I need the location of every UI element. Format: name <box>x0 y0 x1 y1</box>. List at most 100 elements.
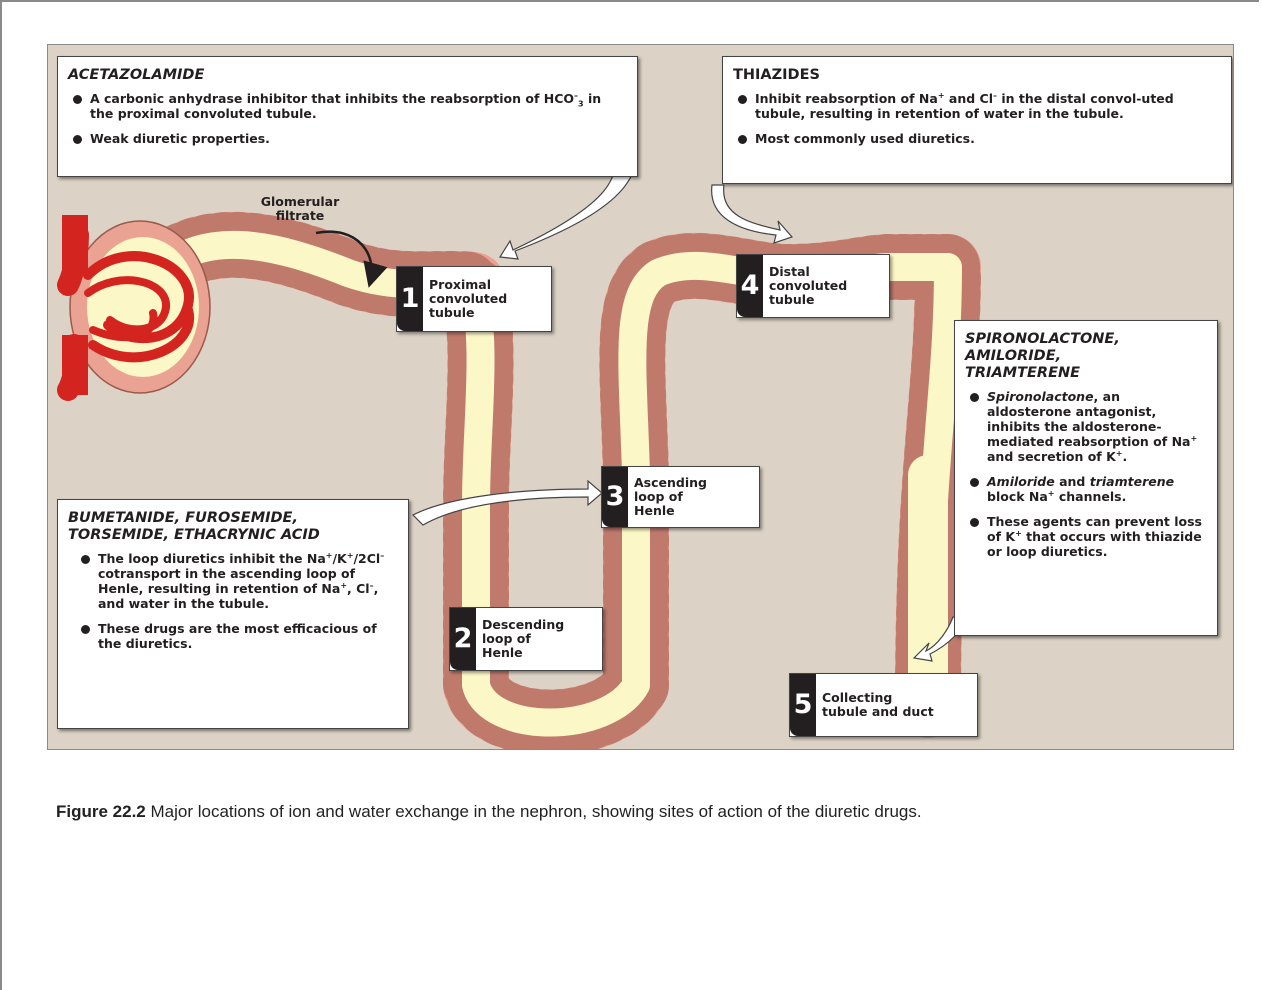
text: , an aldosterone antagonist, inhibits th… <box>987 389 1191 449</box>
bullet-item: These agents can prevent loss of K+ that… <box>965 514 1205 559</box>
sup: + <box>1115 448 1123 458</box>
text: /K <box>332 551 347 566</box>
sup: – <box>369 580 374 590</box>
thiazides-callout: THIAZIDES Inhibit reabsorption of Na+ an… <box>722 56 1232 184</box>
text: that occurs with thiazide or loop diuret… <box>987 529 1202 559</box>
site-number: 5 <box>790 674 816 736</box>
site-label-line: Henle <box>482 645 523 660</box>
site-label-line: tubule <box>769 292 815 307</box>
site-label-line: loop of <box>482 631 531 646</box>
callout-bullets: Inhibit reabsorption of Na+ and Cl– in t… <box>733 91 1219 146</box>
callout-title: BUMETANIDE, FUROSEMIDE,TORSEMIDE, ETHACR… <box>68 510 396 544</box>
text: and secretion of K <box>987 449 1116 464</box>
glom-label-line1: Glomerular <box>260 194 340 209</box>
text: cotransport in the ascending loop of Hen… <box>98 566 356 596</box>
site-label-line: Proximal <box>429 277 492 292</box>
text: Weak diuretic properties. <box>90 131 270 146</box>
text: and Cl <box>944 91 993 106</box>
callout-title: ACETAZOLAMIDE <box>68 67 205 83</box>
site-label-line: tubule and duct <box>822 704 934 719</box>
sup: + <box>325 550 333 560</box>
drug-name: Amiloride <box>987 474 1055 489</box>
site-4-distal-convoluted-tubule: 4 Distal convoluted tubule <box>736 254 890 318</box>
sup: + <box>937 90 945 100</box>
bullet-item: Amiloride and triamterene block Na+ chan… <box>965 474 1205 504</box>
site-number: 2 <box>450 608 476 670</box>
site-label-line: convoluted <box>429 291 508 306</box>
sup: + <box>1047 488 1055 498</box>
site-label-line: loop of <box>634 489 683 504</box>
text: in the proximal convoluted tubule. <box>90 91 602 121</box>
callout-title: THIAZIDES <box>733 67 820 83</box>
sup: + <box>1190 433 1198 443</box>
site-3-ascending-loop-of-henle: 3 Ascending loop of Henle <box>601 466 760 528</box>
afferent-arteriole <box>62 215 88 275</box>
site-5-collecting-tubule-and-duct: 5 Collecting tubule and duct <box>789 673 978 737</box>
site-label-line: convoluted <box>769 278 848 293</box>
title-line: BUMETANIDE, FUROSEMIDE, <box>68 510 298 526</box>
title-line: TORSEMIDE, ETHACRYNIC ACID <box>68 527 320 543</box>
text: . <box>1122 449 1128 464</box>
site-label-line: Collecting <box>822 690 893 705</box>
callout-bullets: Spironolactone, an aldosterone antagonis… <box>965 389 1205 559</box>
text: , Cl <box>347 581 370 596</box>
sup: – <box>380 550 385 560</box>
text: /2Cl <box>353 551 381 566</box>
title-line: AMILORIDE, <box>965 348 1062 364</box>
site-label-line: Descending <box>482 617 565 632</box>
text: in the distal convol-uted tubule, result… <box>755 91 1174 121</box>
callout-bullets: A carbonic anhydrase inhibitor that inhi… <box>68 91 623 146</box>
text: These agents can prevent loss of K <box>987 514 1202 544</box>
tubule-lumen <box>134 230 962 737</box>
site-label-line: tubule <box>429 305 475 320</box>
text: The loop diuretics inhibit the Na <box>98 551 326 566</box>
text: channels. <box>1054 489 1127 504</box>
sub: 3 <box>578 99 584 109</box>
efferent-arteriole <box>62 335 88 395</box>
potassium-sparing-callout: SPIRONOLACTONE,AMILORIDE,TRIAMTERENE Spi… <box>954 320 1218 636</box>
site-1-proximal-convoluted-tubule: 1 Proximal convoluted tubule <box>396 266 552 332</box>
site-label-line: Henle <box>634 503 675 518</box>
loop-diuretics-callout: BUMETANIDE, FUROSEMIDE,TORSEMIDE, ETHACR… <box>57 499 409 729</box>
title-line: SPIRONOLACTONE, <box>965 331 1120 347</box>
nephron-diagram: Glomerular filtrate 1 Proximal convolute… <box>47 44 1234 750</box>
site-label-line: Distal <box>769 264 810 279</box>
sup: + <box>1015 528 1022 538</box>
bullet-item: These drugs are the most efficacious of … <box>76 621 396 651</box>
site-number: 1 <box>397 267 423 331</box>
title-line: TRIAMTERENE <box>965 365 1081 381</box>
nephron-tubule <box>115 211 981 749</box>
site-label-line: Ascending <box>634 475 707 490</box>
text: Most commonly used diuretics. <box>755 131 975 146</box>
bullet-item: Weak diuretic properties. <box>68 131 623 146</box>
sup: – <box>574 90 579 100</box>
glomerular-filtrate-arrow <box>315 230 388 288</box>
sup: – <box>993 90 997 100</box>
text: These drugs are the most efficacious of … <box>98 621 377 651</box>
site-number: 3 <box>602 467 628 527</box>
bullet-item: Spironolactone, an aldosterone antagonis… <box>965 389 1205 464</box>
caption-text: Major locations of ion and water exchang… <box>145 802 922 821</box>
figure-caption: Figure 22.2 Major locations of ion and w… <box>56 798 1216 825</box>
bullet-item: Inhibit reabsorption of Na+ and Cl– in t… <box>733 91 1219 121</box>
bullet-item: The loop diuretics inhibit the Na+/K+/2C… <box>76 551 396 611</box>
figure-label: Figure 22.2 <box>56 802 146 821</box>
site-2-descending-loop-of-henle: 2 Descending loop of Henle <box>449 607 603 671</box>
text: block Na <box>987 489 1048 504</box>
glom-label-line2: filtrate <box>275 208 325 223</box>
text: , and water in the tubule. <box>98 581 379 611</box>
text: A carbonic anhydrase inhibitor that inhi… <box>90 91 575 106</box>
text: Inhibit reabsorption of Na <box>755 91 938 106</box>
bullet-item: A carbonic anhydrase inhibitor that inhi… <box>68 91 623 121</box>
sup: + <box>340 580 348 590</box>
callout-title: SPIRONOLACTONE,AMILORIDE,TRIAMTERENE <box>965 331 1205 382</box>
callout-bullets: The loop diuretics inhibit the Na+/K+/2C… <box>68 551 396 651</box>
glomerular-filtrate-label: Glomerular filtrate <box>250 195 350 223</box>
bullet-item: Most commonly used diuretics. <box>733 131 1219 146</box>
sup: + <box>346 550 354 560</box>
drug-name: triamterene <box>1089 474 1175 489</box>
drug-name: Spironolactone <box>987 389 1094 404</box>
text: and <box>1054 474 1090 489</box>
acetazolamide-callout: ACETAZOLAMIDE A carbonic anhydrase inhib… <box>57 56 638 177</box>
